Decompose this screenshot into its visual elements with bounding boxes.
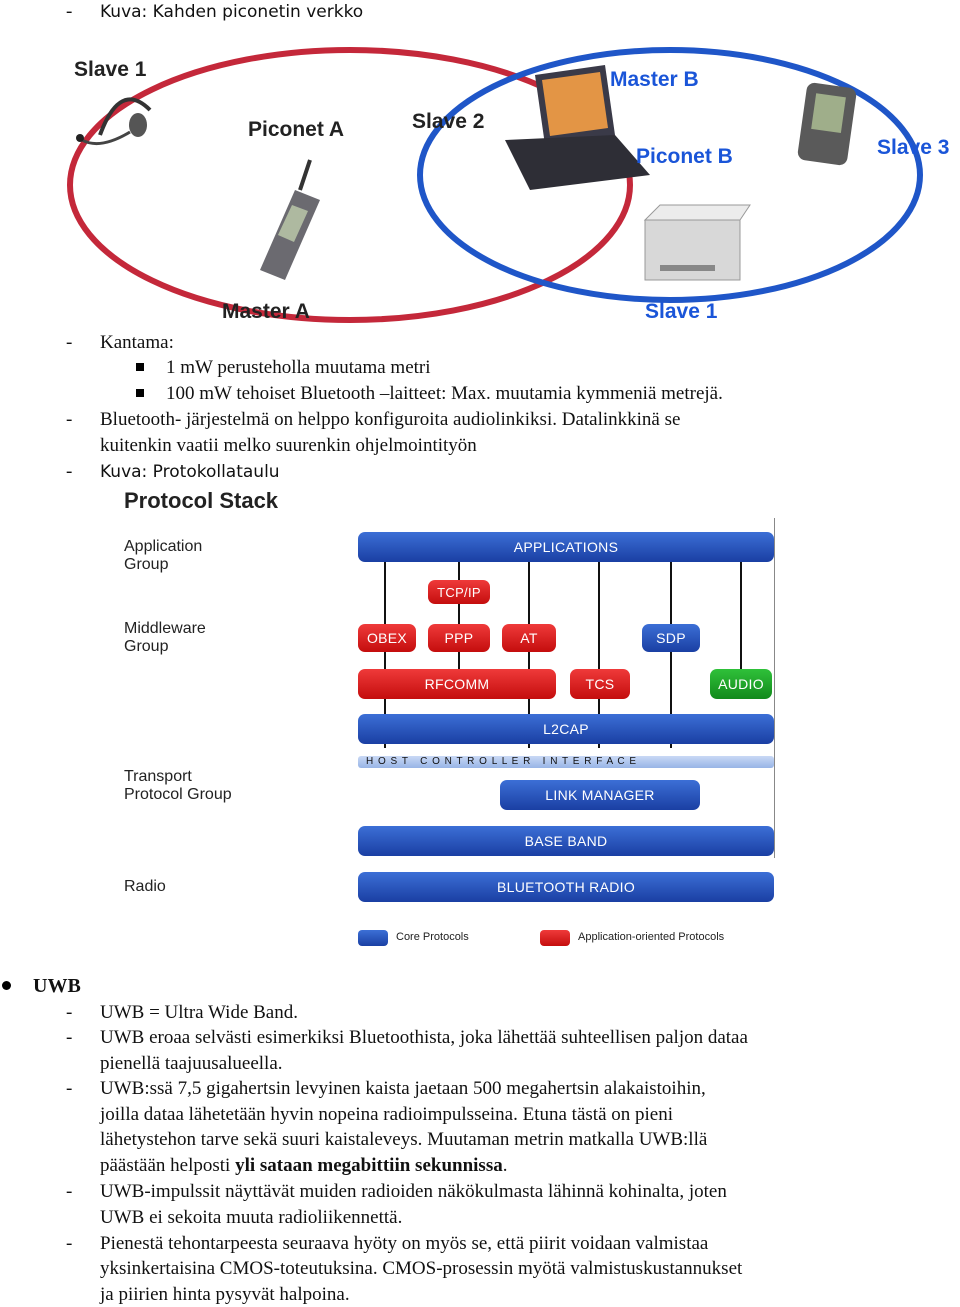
headset-icon [76, 97, 152, 146]
round-bullet [2, 981, 11, 990]
uwb-item-3-line: joilla dataa lähetetään hyvin nopeina ra… [100, 1104, 673, 1125]
group-application-l1: Application [124, 538, 203, 555]
piconet-diagram [67, 47, 923, 323]
bullet-item: 100 mW tehoiset Bluetooth –laitteet: Max… [166, 383, 723, 404]
box-at: AT [502, 624, 556, 652]
dash-marker: - [66, 1027, 73, 1048]
caption-protocol: Kuva: Protokollataulu [100, 462, 280, 482]
uwb-item-4-line: UWB-impulssit näyttävät muiden radioiden… [100, 1181, 727, 1202]
legend-app-swatch [540, 930, 570, 946]
uwb-heading: UWB [33, 975, 81, 997]
group-transport-l2: Protocol Group [124, 786, 232, 803]
label-slave3: Slave 3 [877, 136, 950, 159]
pda-icon [797, 82, 857, 166]
label-piconet-b: Piconet B [636, 145, 733, 168]
group-application-l2: Group [124, 556, 169, 573]
piconet-a-ring [67, 47, 633, 323]
box-l2cap: L2CAP [358, 714, 774, 744]
dash-marker: - [66, 1, 73, 22]
kantama-label: Kantama: [100, 332, 174, 353]
dash-marker: - [66, 332, 73, 353]
dash-marker: - [66, 1002, 73, 1023]
uwb-item-4-line: UWB ei sekoita muuta radioliikennettä. [100, 1207, 403, 1228]
box-ppp: PPP [428, 624, 490, 652]
uwb-item-3-line: UWB:ssä 7,5 gigahertsin levyinen kaista … [100, 1078, 706, 1099]
connector-line [458, 558, 460, 678]
legend-core-label: Core Protocols [396, 931, 469, 943]
uwb-item-1: UWB = Ultra Wide Band. [100, 1002, 298, 1023]
legend-app-label: Application-oriented Protocols [578, 931, 725, 943]
box-tcs: TCS [570, 669, 630, 699]
uwb-item-3-bold: yli sataan megabittiin sekunnissa [235, 1155, 503, 1176]
connector-line [670, 558, 672, 748]
printer-icon [643, 204, 751, 281]
stack-title: Protocol Stack [124, 488, 279, 513]
label-master-a: Master A [222, 300, 310, 323]
uwb-item-5-line: yksinkertaisina CMOS-toteutuksina. CMOS-… [100, 1258, 743, 1279]
label-piconet-a: Piconet A [248, 118, 345, 141]
group-middleware-l2: Group [124, 638, 169, 655]
dash-marker: - [66, 409, 73, 430]
uwb-item-5-line: Pienestä tehontarpeesta seuraava hyöty o… [100, 1233, 709, 1254]
paragraph-line: Bluetooth- järjestelmä on helppo konfigu… [100, 409, 681, 430]
uwb-item-2-line: UWB eroaa selvästi esimerkiksi Bluetooth… [100, 1027, 748, 1048]
label-master-b: Master B [610, 68, 699, 91]
dash-marker: - [66, 1078, 73, 1099]
uwb-item-2-line: pienellä taajuusalueella. [100, 1053, 283, 1074]
label-slave1-a: Slave 1 [74, 58, 147, 81]
box-audio: AUDIO [710, 669, 772, 699]
connector-line [774, 518, 775, 858]
uwb-item-3-plain: päästään helposti [100, 1155, 236, 1176]
box-applications: APPLICATIONS [358, 532, 774, 562]
mobile-phone-icon [260, 159, 320, 280]
connector-line [528, 558, 530, 748]
bullet-item: 1 mW perusteholla muutama metri [166, 357, 431, 378]
protocol-stack-figure: Protocol Stack Application Group Middlew… [110, 488, 790, 953]
box-obex: OBEX [358, 624, 416, 652]
label-slave1-b: Slave 1 [645, 300, 718, 323]
uwb-item-3-line: päästään helposti yli sataan megabittiin… [100, 1154, 507, 1178]
caption-piconet: Kuva: Kahden piconetin verkko [100, 2, 364, 22]
uwb-item-3-end: . [502, 1155, 508, 1176]
dash-marker: - [66, 1181, 73, 1202]
box-base-band: BASE BAND [358, 826, 774, 856]
box-bluetooth-radio: BLUETOOTH RADIO [358, 872, 774, 902]
connector-line [598, 558, 600, 748]
group-transport-l1: Transport [124, 768, 192, 785]
box-tcpip: TCP/IP [428, 580, 490, 604]
legend-core-swatch [358, 930, 388, 946]
paragraph-line: kuitenkin vaatii melko suurenkin ohjelmo… [100, 435, 477, 456]
connector-line [384, 558, 386, 748]
dash-marker: - [66, 1233, 73, 1254]
square-bullet [136, 363, 144, 371]
dash-marker: - [66, 461, 73, 482]
uwb-item-3-line: lähetystehon tarve sekä suuri kaistaleve… [100, 1129, 708, 1150]
box-sdp: SDP [642, 624, 700, 652]
box-hci: H O S T C O N T R O L L E R I N T E R F … [358, 756, 774, 768]
group-middleware-l1: Middleware [124, 620, 206, 637]
piconet-b-ring [417, 47, 923, 303]
uwb-item-5-line: ja piirien hinta pysyvät halpoina. [100, 1284, 350, 1305]
connector-line [740, 558, 742, 678]
laptop-icon [505, 65, 650, 190]
square-bullet [136, 389, 144, 397]
label-slave2: Slave 2 [412, 110, 485, 133]
box-rfcomm: RFCOMM [358, 669, 556, 699]
piconet-figure: Slave 1 Piconet A Slave 2 Master B Picon… [60, 40, 960, 330]
group-radio: Radio [124, 878, 166, 895]
box-link-manager: LINK MANAGER [500, 780, 700, 810]
